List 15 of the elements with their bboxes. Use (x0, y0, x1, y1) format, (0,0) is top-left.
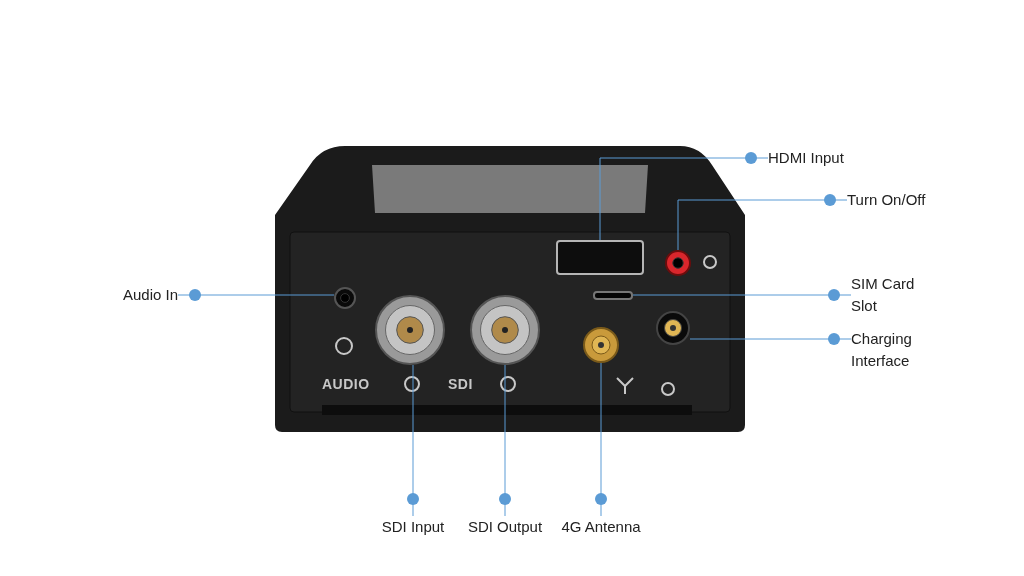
panel-marking: SDI (448, 376, 473, 392)
panel-marking: AUDIO (322, 376, 370, 392)
callout-label: HDMI Input (768, 147, 878, 169)
leader-line (412, 364, 414, 517)
leader-line (677, 199, 848, 251)
callout-label: Audio In (100, 284, 178, 306)
leader-line (177, 294, 335, 296)
callout-label: SIM Card Slot (851, 273, 931, 317)
leader-line (504, 364, 506, 517)
leader-line (599, 157, 769, 241)
leader-line (632, 294, 852, 296)
leader-line (600, 362, 602, 517)
leader-line (689, 338, 852, 340)
callout-label: Charging Interface (851, 328, 931, 372)
callout-label: Turn On/Off (847, 189, 957, 211)
